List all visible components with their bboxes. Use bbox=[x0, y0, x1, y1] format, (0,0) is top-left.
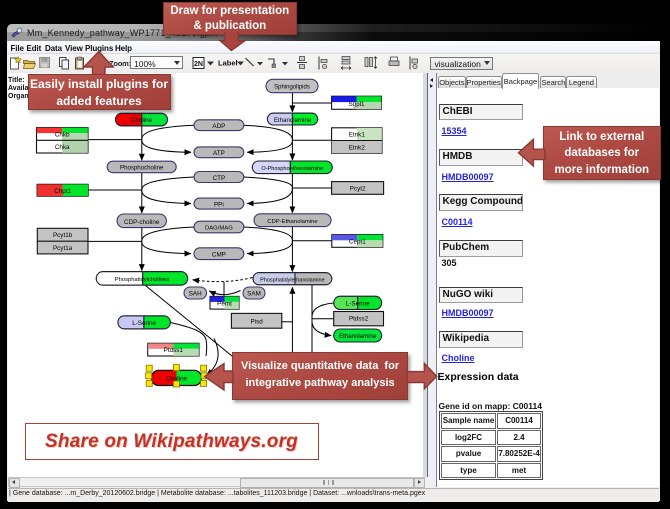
svg-text:Pcyt2: Pcyt2 bbox=[350, 186, 366, 193]
svg-text:Pisd: Pisd bbox=[250, 319, 263, 326]
svg-text:Ethanolamine: Ethanolamine bbox=[339, 333, 377, 340]
svg-text:Ethanolamine: Ethanolamine bbox=[274, 117, 312, 124]
svg-text:Phosphatidylcholines: Phosphatidylcholines bbox=[115, 277, 170, 283]
svg-text:CMP: CMP bbox=[212, 251, 226, 258]
svg-text:Pemt: Pemt bbox=[217, 300, 232, 307]
svg-text:L-Serine: L-Serine bbox=[132, 320, 156, 327]
svg-text:Choline: Choline bbox=[131, 117, 153, 124]
svg-text:PPi: PPi bbox=[214, 201, 224, 208]
svg-text:Chpt1: Chpt1 bbox=[54, 188, 71, 195]
svg-text:Label: Label bbox=[218, 59, 238, 68]
svg-text:Phosphatidylethanolamine: Phosphatidylethanolamine bbox=[260, 277, 325, 283]
svg-text:Sgpl1: Sgpl1 bbox=[348, 101, 365, 108]
svg-text:2N: 2N bbox=[194, 61, 203, 68]
svg-text:SAH: SAH bbox=[189, 291, 202, 298]
svg-text:Etnk2: Etnk2 bbox=[349, 144, 366, 151]
svg-text:ATP: ATP bbox=[213, 150, 225, 157]
svg-text:Chkb: Chkb bbox=[55, 132, 70, 139]
svg-text:O-Phosphoethanolamine: O-Phosphoethanolamine bbox=[261, 166, 323, 172]
svg-text:L-Serine: L-Serine bbox=[346, 300, 370, 307]
svg-text:CDP-choline: CDP-choline bbox=[124, 219, 160, 226]
svg-text:Cept1: Cept1 bbox=[349, 239, 366, 246]
svg-text:Chka: Chka bbox=[55, 144, 70, 151]
svg-text:Etnk1: Etnk1 bbox=[349, 132, 366, 139]
svg-text:Sphingolipids: Sphingolipids bbox=[274, 85, 310, 91]
svg-text:Pcyt1a: Pcyt1a bbox=[53, 245, 73, 252]
svg-text:Phosphocholine: Phosphocholine bbox=[120, 165, 164, 172]
svg-text:ADP: ADP bbox=[212, 123, 225, 130]
svg-text:CDP-Ethanolamine: CDP-Ethanolamine bbox=[267, 219, 318, 225]
svg-text:Ptdss1: Ptdss1 bbox=[164, 347, 184, 354]
svg-text:CTP: CTP bbox=[213, 175, 226, 182]
svg-text:Ptdss2: Ptdss2 bbox=[349, 315, 369, 322]
svg-text:DAG/MAG: DAG/MAG bbox=[205, 226, 233, 232]
svg-text:Pcyt1b: Pcyt1b bbox=[53, 232, 73, 239]
svg-text:SAM: SAM bbox=[247, 291, 261, 298]
svg-text:Choline: Choline bbox=[166, 376, 188, 383]
